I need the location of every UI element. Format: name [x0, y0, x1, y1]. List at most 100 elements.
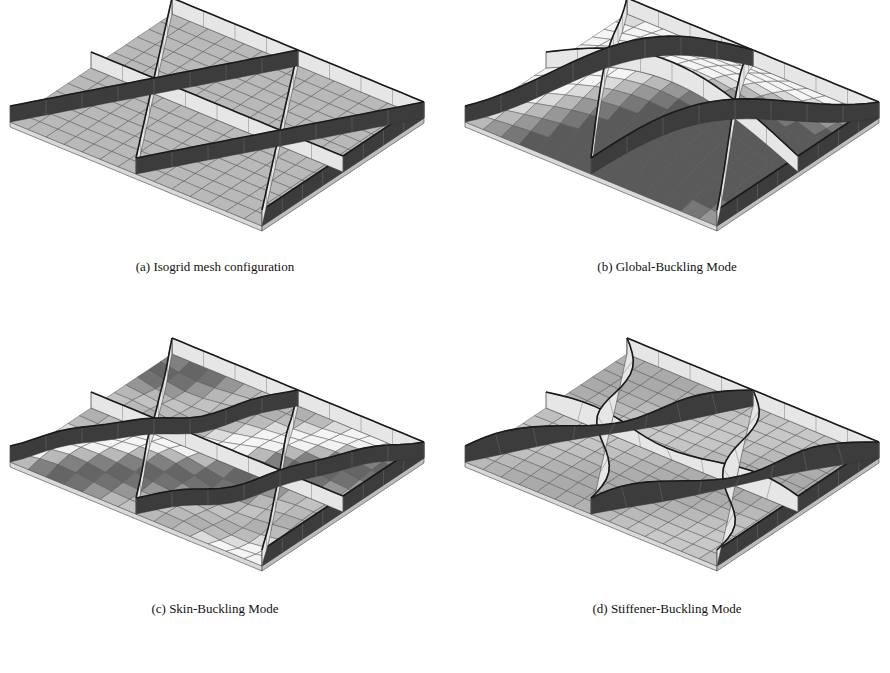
figure-caption: (b) Global-Buckling Mode — [595, 259, 738, 275]
rib-top-edge — [591, 338, 633, 498]
rib-mesh-line — [392, 429, 393, 445]
rib-mesh-line — [591, 158, 592, 174]
rib-mesh-line — [578, 402, 583, 421]
rib-mesh-line — [798, 496, 799, 512]
rib-mesh-line — [185, 91, 186, 107]
rib-mesh-line — [248, 457, 249, 473]
rib-mesh-line — [658, 11, 659, 27]
panel-figure — [465, 338, 879, 571]
rib-mesh-line — [690, 364, 691, 380]
rib-mesh-line — [282, 197, 283, 213]
panel-figure — [465, 0, 879, 231]
rib-mesh-line — [316, 461, 317, 477]
rib-mesh-line — [91, 392, 92, 408]
rib-mesh-line — [838, 129, 839, 145]
rib-mesh-line — [818, 483, 819, 499]
rib-top-edge — [591, 0, 627, 158]
rib-top-edge — [717, 50, 753, 210]
rib-mesh-line — [82, 427, 83, 443]
rib-mesh-line — [609, 399, 613, 416]
rib-mesh-line — [757, 523, 758, 539]
rib-top-edge — [465, 36, 753, 106]
rib-mesh-line — [262, 57, 263, 73]
rib-mesh-line — [302, 523, 303, 539]
figure-caption: (a) Isogrid mesh configuration — [134, 259, 296, 275]
rib-mesh-line — [91, 52, 92, 68]
rib-mesh-line — [302, 183, 303, 199]
rib-mesh-line — [172, 491, 173, 507]
plate-edge — [717, 118, 879, 231]
plate-edge — [10, 122, 262, 231]
rib-mesh-line — [244, 137, 245, 153]
rib-mesh-line — [352, 451, 353, 467]
rib-mesh-line — [771, 464, 773, 478]
rib-top-edge — [591, 442, 879, 498]
plate-edge — [465, 122, 717, 231]
rib-mesh-line — [118, 423, 119, 439]
rib-mesh-line — [645, 414, 647, 428]
rib-mesh-line — [699, 481, 701, 495]
rib-mesh-line — [82, 92, 83, 108]
rib-top-edge — [136, 442, 424, 498]
rib-mesh-line — [217, 444, 218, 460]
rib-mesh-line — [677, 402, 681, 422]
rib-mesh-line — [767, 479, 772, 499]
rib-mesh-line — [46, 435, 47, 451]
rib-mesh-line — [203, 11, 204, 27]
rib-mesh-line — [681, 36, 682, 55]
rib-mesh-line — [591, 498, 592, 514]
rib-mesh-line — [879, 102, 880, 118]
stiffener-rib — [591, 99, 879, 174]
rib-mesh-line — [266, 377, 267, 393]
rib-mesh-line — [465, 106, 466, 122]
rib-mesh-line — [533, 427, 537, 447]
stiffener-rib — [465, 390, 753, 462]
rib-mesh-line — [280, 470, 281, 486]
rib-mesh-line — [244, 484, 245, 500]
stiffener-rib — [136, 442, 424, 514]
stiffener-rib — [627, 338, 879, 458]
rib-mesh-line — [298, 50, 299, 66]
rib-mesh-line — [703, 78, 704, 98]
rib-mesh-line — [803, 450, 807, 470]
rib-mesh-line — [282, 537, 283, 553]
rib-top-edge — [172, 0, 424, 102]
rib-mesh-line — [777, 170, 778, 186]
rib-mesh-line — [816, 76, 817, 92]
stiffener-rib — [10, 390, 298, 462]
rib-mesh-line — [424, 102, 425, 118]
rib-mesh-line — [777, 510, 778, 526]
rib-mesh-line — [818, 143, 819, 159]
rib-mesh-line — [343, 156, 344, 172]
rib-mesh-line — [721, 377, 722, 393]
rib-mesh-line — [203, 351, 204, 367]
rib-top-edge — [591, 99, 879, 158]
rib-mesh-line — [737, 537, 738, 553]
rib-mesh-line — [609, 423, 615, 434]
stiffener-rib — [136, 102, 424, 174]
rib-mesh-line — [226, 64, 227, 80]
rib-mesh-line — [329, 63, 330, 79]
rib-mesh-line — [618, 25, 619, 44]
rib-mesh-line — [118, 85, 119, 101]
rib-mesh-line — [298, 390, 299, 406]
rib-mesh-line — [837, 443, 843, 464]
rib-mesh-line — [609, 47, 610, 67]
rib-mesh-line — [352, 116, 353, 132]
rib-mesh-line — [843, 105, 844, 123]
rib-mesh-line — [847, 89, 848, 105]
rib-mesh-line — [388, 109, 389, 125]
rib-mesh-line — [573, 426, 575, 440]
rib-mesh-line — [262, 397, 263, 413]
rib-mesh-line — [10, 106, 11, 122]
rib-mesh-line — [190, 418, 191, 434]
rib-mesh-line — [717, 41, 718, 59]
rib-mesh-line — [280, 130, 281, 146]
rib-mesh-line — [329, 403, 330, 419]
rib-mesh-line — [316, 123, 317, 139]
plate-edge — [465, 462, 717, 571]
panel-figure — [10, 0, 424, 231]
rib-mesh-line — [311, 483, 312, 499]
rib-mesh-line — [190, 71, 191, 87]
rib-mesh-line — [361, 416, 362, 432]
